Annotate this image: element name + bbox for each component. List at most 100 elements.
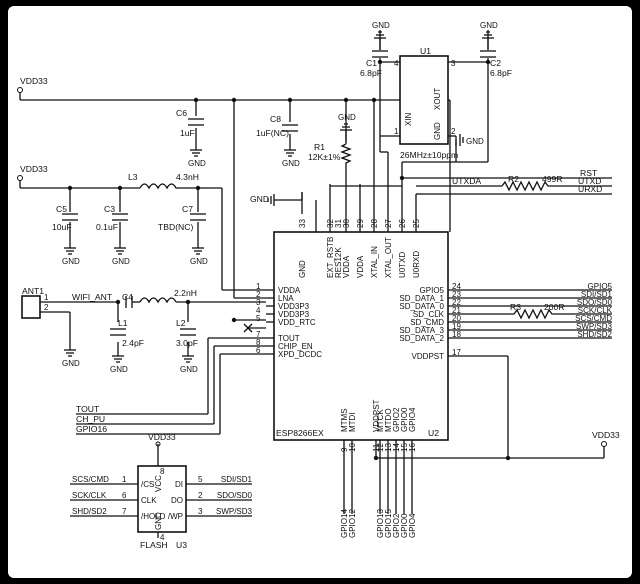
u2-pin-number: 23 (452, 290, 461, 299)
u2-pin-name: XPD_DCDC (278, 350, 322, 359)
ant-ref: ANT1 (22, 286, 44, 296)
u2-pin-number: 1 (256, 282, 261, 291)
u2-pin-name: SD_CLK (413, 310, 445, 319)
u2-pin-number: 19 (452, 322, 461, 331)
u2-pin-number: 31 (334, 219, 343, 228)
net-label: SHD/SD2 (72, 507, 107, 516)
r1-ref: R1 (314, 142, 325, 152)
u2-pin-name: GPIO5 (420, 286, 445, 295)
junction-dots (67, 59, 511, 461)
antenna-connector: ANT1 1 2 WIFI_ANT C4 (21, 286, 133, 319)
u3-pin-name: DO (171, 496, 183, 505)
u3-gnd-pin: 4 (160, 533, 165, 542)
net-label: SWP/SD3 (576, 322, 613, 331)
gnd-symbol: GND (110, 355, 128, 374)
l2-value: 3.0pF (176, 338, 198, 348)
u3-pin-number: 7 (122, 507, 127, 516)
u1-xin: XIN (404, 112, 413, 126)
u2-pin-number: 22 (452, 298, 461, 307)
gnd-label: GND (110, 365, 128, 374)
u3-pin-name: /WP (168, 512, 183, 521)
u2-pin-number: 14 (392, 443, 401, 452)
capacitors: C61uFC81uF(NC)C510uFC30.1uFC7TBD(NC)L12.… (52, 50, 512, 348)
gnd-symbol: GND (62, 349, 80, 368)
u2-pin-number: 33 (298, 219, 307, 228)
u2-pin-name: MTCK (376, 409, 385, 432)
u1-pin-2: 2 (451, 127, 456, 136)
u1-xout: XOUT (433, 88, 442, 110)
urxd-net: URXD (578, 184, 602, 194)
l1-value: 2.4pF (122, 338, 144, 348)
net-label: SHD/SD2 (577, 330, 612, 339)
u2-pin-17: 17 VDDPST (412, 348, 462, 361)
u2-pin-number: 25 (412, 219, 421, 228)
l1-ref: L1 (118, 318, 128, 328)
gnd-label: GND (62, 257, 80, 266)
u2-pin-name: U0TXD (398, 252, 407, 278)
u2-pin-number: 13 (384, 443, 393, 452)
u2-pin-name: SD_CMD (410, 318, 444, 327)
u2-pin-number: 28 (370, 219, 379, 228)
resistor-r3: R3 200R (510, 302, 565, 320)
vdd33-symbol: VDD33 (17, 76, 48, 93)
c3-value: 0.1uF (96, 222, 118, 232)
u2-pin-name: SD_DATA_1 (399, 294, 444, 303)
gnd-symbol: GND (372, 21, 390, 50)
c6-ref: C6 (176, 108, 187, 118)
u2-pin-name: VDDPST (372, 399, 381, 432)
gnd-label: GND (62, 359, 80, 368)
capacitor-c1: C16.8pF (360, 50, 388, 78)
vdd33-label: VDD33 (20, 76, 48, 86)
u2-pin-name: EXT_RSTB (326, 237, 335, 278)
resistor-r2: R2 499R (501, 174, 563, 192)
gnd-label: GND (372, 21, 390, 30)
vdd33-label: VDD33 (20, 164, 48, 174)
utxda-net: UTXDA (452, 176, 481, 186)
u1-pin-1: 1 (394, 127, 399, 136)
gnd-label: GND (188, 159, 206, 168)
r3-value: 200R (544, 302, 565, 312)
u2-pin-number: 3 (256, 298, 261, 307)
c2-ref: C2 (490, 58, 501, 68)
u2-pin-name: VDD3P3 (278, 310, 310, 319)
u2-pin-number: 17 (452, 348, 461, 357)
u3-gnd: GND (154, 512, 163, 530)
u2-pin-number: 11 (372, 443, 381, 452)
schematic-sheet: VDD33 VDD33 VDD33 GND GND GND GND GND GND GND G… (8, 6, 632, 578)
u2-pin-name: GPIO2 (392, 407, 401, 432)
u2-pin-name: TOUT (278, 334, 300, 343)
gnd-symbol: GND (338, 113, 356, 142)
u2-pin-name: RES12K (334, 247, 343, 278)
utxd-net: UTXD (578, 176, 601, 186)
net-label: SDO/SD0 (217, 491, 253, 500)
ch-pu-net: CH_PU (76, 414, 105, 424)
u2-pin-name: VDDPST (412, 352, 445, 361)
u2-part: ESP8266EX (276, 428, 324, 438)
u2-pin-name: GPIO4 (408, 407, 417, 432)
u2-pin-name: GND (298, 260, 307, 278)
resistor-r1: R1 12K±1% (308, 142, 352, 166)
gnd-symbol: GND (282, 149, 300, 168)
u3-vcc: VCC (154, 475, 163, 492)
u2-pin-name: VDD_RTC (278, 318, 316, 327)
u2-pin-number: 16 (408, 443, 417, 452)
u2-pin-number: 21 (452, 306, 461, 315)
vdd33-symbol-right: VDD33 (592, 430, 620, 447)
u1-pin-4: 4 (394, 59, 399, 68)
